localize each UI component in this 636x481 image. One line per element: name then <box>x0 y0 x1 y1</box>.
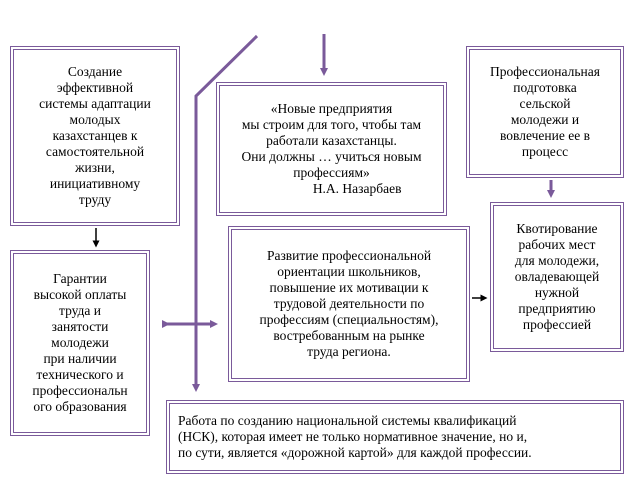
quote-text: «Новые предприятия мы строим для того, ч… <box>241 101 422 180</box>
box-rural-training: Профессиональная подготовка сельской мол… <box>466 46 624 178</box>
box-rural-training-text: Профессиональная подготовка сельской мол… <box>490 64 600 159</box>
box-orientation: Развитие профессиональной ориентации шко… <box>228 226 470 382</box>
box-orientation-text: Развитие профессиональной ориентации шко… <box>259 248 439 359</box>
box-adaptation-text: Создание эффективной системы адаптации м… <box>39 64 151 207</box>
box-nsk: Работа по созданию национальной системы … <box>166 400 624 474</box>
box-guarantees-text: Гарантии высокой оплаты труда и занятост… <box>32 271 128 414</box>
quote-author: Н.А. Назарбаев <box>312 181 402 196</box>
box-quota: Квотирование рабочих мест для молодежи, … <box>490 202 624 352</box>
box-adaptation: Создание эффективной системы адаптации м… <box>10 46 180 226</box>
box-guarantees: Гарантии высокой оплаты труда и занятост… <box>10 250 150 436</box>
box-quote: «Новые предприятия мы строим для того, ч… <box>216 82 447 216</box>
box-nsk-text: Работа по созданию национальной системы … <box>178 413 532 460</box>
box-quota-text: Квотирование рабочих мест для молодежи, … <box>514 221 600 332</box>
